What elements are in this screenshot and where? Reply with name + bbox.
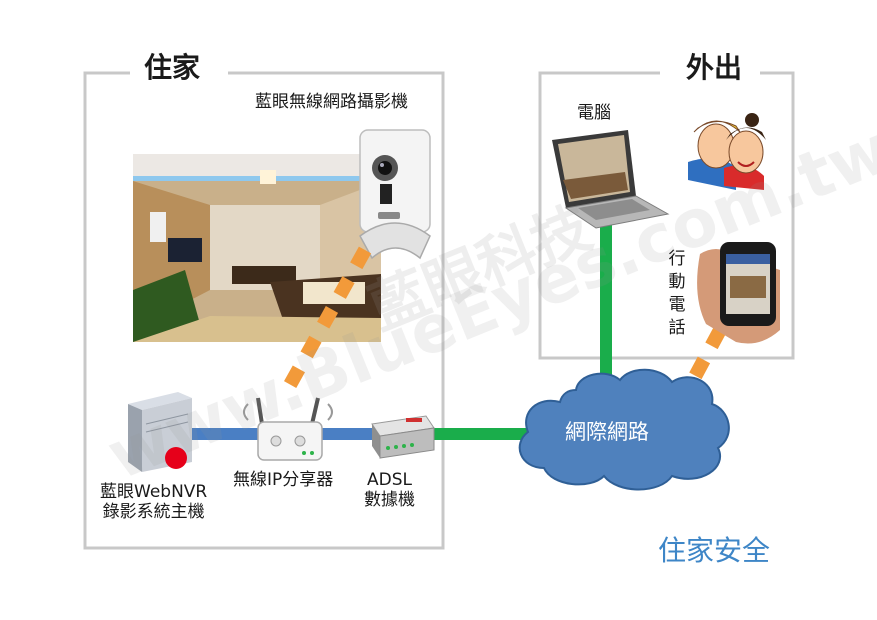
nvr-server-icon: [128, 392, 192, 472]
nvr-label-line1: 藍眼WebNVR: [100, 482, 208, 502]
camera-wireless-link: [279, 246, 372, 396]
living-room-photo: [133, 154, 381, 342]
nvr-status-light: [165, 447, 187, 469]
home-frame: [83, 71, 445, 550]
camera-icon: [359, 129, 431, 260]
laptop-icon: [552, 130, 670, 229]
people-icon: [688, 113, 766, 190]
modem-label-line2: 數據機: [364, 489, 415, 510]
footer-title: 住家安全: [658, 534, 771, 567]
modem-label: ADSL 數據機: [364, 470, 415, 510]
away-frame: [538, 71, 795, 360]
away-title: 外出: [672, 51, 757, 85]
home-title: 住家: [130, 51, 215, 85]
modem-icon: [371, 415, 435, 459]
nvr-label: 藍眼WebNVR 錄影系統主機: [100, 482, 208, 522]
pc-label: 電腦: [577, 103, 611, 123]
modem-label-line1: ADSL: [367, 470, 412, 490]
cloud-icon: [518, 368, 730, 491]
nvr-label-line2: 錄影系統主機: [102, 501, 205, 522]
internet-label: 網際網路: [565, 420, 649, 444]
phone-label: 行動電話: [668, 249, 686, 338]
phone-icon: [697, 242, 780, 344]
router-label: 無線IP分享器: [233, 470, 334, 490]
camera-label: 藍眼無線網路攝影機: [255, 92, 408, 112]
router-icon: [243, 397, 333, 461]
